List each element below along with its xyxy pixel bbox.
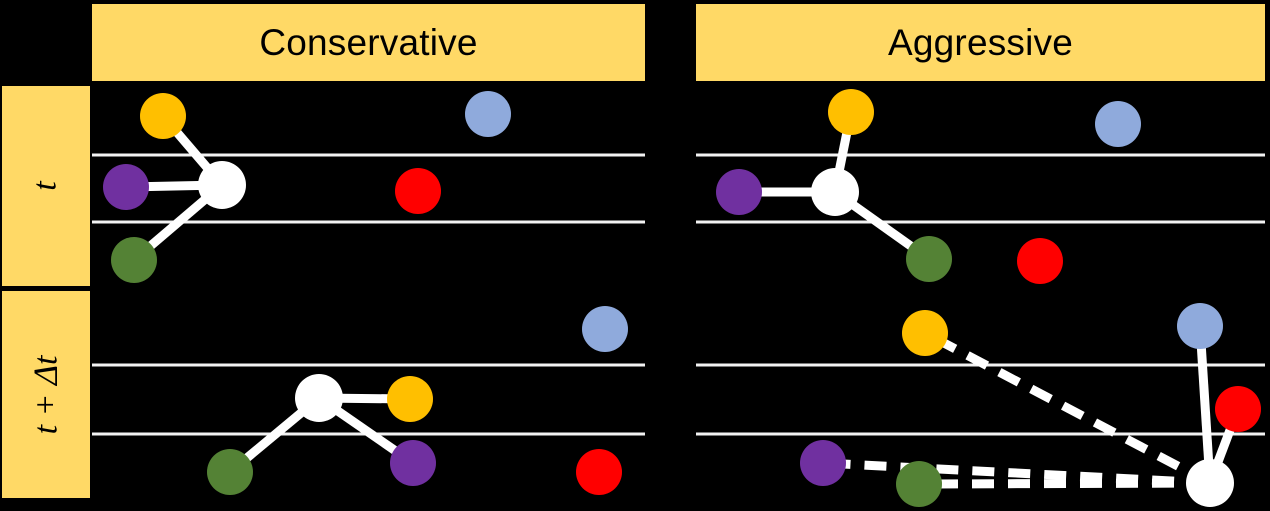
panel-aggressive-t: [696, 86, 1265, 286]
row-header-label: t: [26, 181, 64, 191]
node-red[interactable]: [1017, 238, 1063, 284]
panel-graph-aggressive-t: [696, 89, 1265, 284]
node-purple[interactable]: [716, 169, 762, 215]
node-blue[interactable]: [1095, 101, 1141, 147]
panel-graph-conservative-t: [92, 91, 645, 283]
node-green[interactable]: [906, 236, 952, 282]
node-red[interactable]: [576, 449, 622, 495]
edge-white-blue: [1195, 325, 1215, 484]
node-white[interactable]: [295, 374, 343, 422]
node-white[interactable]: [811, 168, 859, 216]
panel-graph-conservative-t-plus-dt: [92, 306, 645, 495]
row-header-label: t + Δt: [26, 355, 64, 434]
node-green[interactable]: [207, 449, 253, 495]
panel-graph-aggressive-t-plus-dt: [696, 303, 1265, 507]
node-purple[interactable]: [390, 440, 436, 486]
node-orange[interactable]: [902, 310, 948, 356]
node-white[interactable]: [1186, 459, 1234, 507]
node-orange[interactable]: [387, 376, 433, 422]
node-white[interactable]: [198, 161, 246, 209]
node-blue[interactable]: [582, 306, 628, 352]
node-red[interactable]: [1215, 386, 1261, 432]
node-green[interactable]: [896, 461, 942, 507]
node-blue[interactable]: [1177, 303, 1223, 349]
node-purple[interactable]: [800, 440, 846, 486]
column-header-1: Conservative: [92, 4, 645, 81]
column-header-2: Aggressive: [696, 4, 1265, 81]
edge-white-orange: [922, 329, 1213, 487]
column-header-label: Aggressive: [887, 21, 1074, 63]
node-orange[interactable]: [828, 89, 874, 135]
row-header-1: t: [2, 86, 90, 286]
edge-white-purple: [822, 458, 1211, 488]
node-orange[interactable]: [140, 93, 186, 139]
node-red[interactable]: [395, 168, 441, 214]
panel-aggressive-t-plus-dt: [696, 291, 1265, 511]
edge-white-green: [918, 478, 1211, 489]
node-purple[interactable]: [103, 164, 149, 210]
node-green[interactable]: [111, 237, 157, 283]
node-blue[interactable]: [465, 91, 511, 137]
panel-conservative-t: [92, 86, 645, 286]
panel-conservative-t-plus-dt: [92, 291, 645, 511]
column-header-label: Conservative: [259, 21, 478, 63]
row-header-2: t + Δt: [2, 291, 90, 498]
